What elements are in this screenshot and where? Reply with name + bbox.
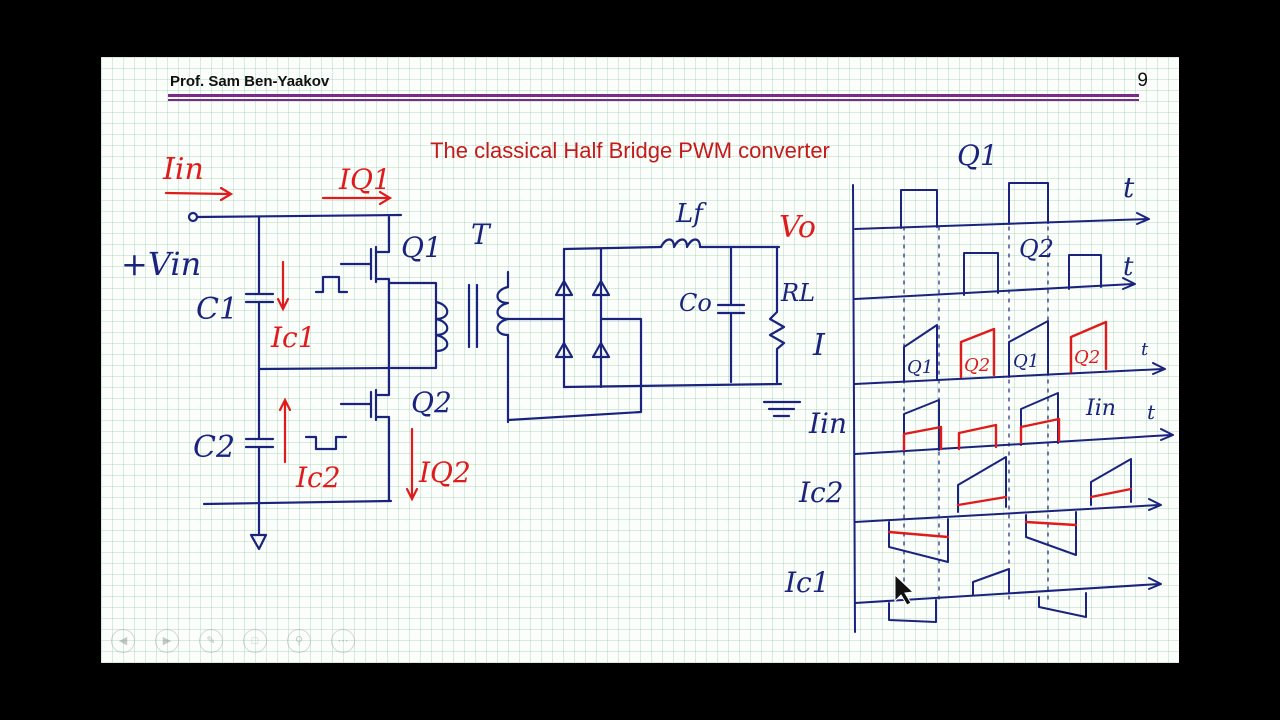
- transformer-label: T: [471, 218, 492, 251]
- ic2-positive-pulses: [957, 456, 1132, 513]
- bridge-node-right: [506, 317, 643, 422]
- wave-t2-label: t: [1123, 252, 1134, 282]
- mosfet-q2: [369, 366, 391, 503]
- ground-symbol-left: [249, 502, 268, 551]
- iq1-label: IQ1: [338, 163, 391, 196]
- iq2-arrow: [405, 427, 419, 502]
- pulse-q2b-label: Q2: [1074, 347, 1100, 368]
- wave-iin-right-label: Iin: [1085, 396, 1116, 421]
- wave-ic2-label: Ic2: [798, 476, 844, 509]
- iq2-label: IQ2: [418, 456, 471, 489]
- ic1-label: Ic1: [270, 321, 316, 354]
- back-icon[interactable]: ◀: [111, 629, 135, 653]
- wave-i-label: I: [812, 328, 826, 363]
- output-return: [562, 382, 783, 389]
- ic2-red-negative: [887, 520, 1078, 539]
- c2-label: C2: [193, 430, 235, 465]
- author-name: Prof. Sam Ben-Yaakov: [170, 73, 330, 90]
- q1-gate-waveform: [900, 182, 1049, 229]
- slide: Prof. Sam Ben-Yaakov 9 The classical Hal…: [101, 57, 1179, 663]
- slide-title: The classical Half Bridge PWM converter: [430, 138, 830, 163]
- top-rail: [195, 213, 403, 219]
- rl-label: RL: [780, 279, 815, 307]
- resistor-rl: [768, 245, 786, 384]
- ic2-red-positive: [956, 487, 1133, 507]
- primary-loop: [387, 281, 438, 370]
- sync-lines: [903, 226, 1049, 603]
- diode-d2: [591, 279, 611, 297]
- wave-t3-label: t: [1141, 339, 1149, 360]
- iin-time-axis: [854, 428, 1174, 455]
- pen-icon[interactable]: ✎: [199, 629, 223, 653]
- iin-label: Iin: [162, 152, 204, 187]
- bridge-top: [562, 245, 663, 251]
- capacitor-c2: [244, 367, 275, 504]
- c1-label: C1: [196, 292, 238, 327]
- q2-gate-waveform: [963, 252, 1102, 296]
- wave-t1-label: t: [1123, 171, 1135, 204]
- mouse-cursor-icon: [894, 573, 915, 606]
- capacitor-co: [716, 245, 746, 384]
- ic2-label: Ic2: [295, 461, 341, 494]
- diode-bridge-legs: [562, 247, 603, 389]
- wave-ic1-label: Ic1: [784, 566, 830, 599]
- half-bridge-circuit: [187, 211, 802, 551]
- vin-label: +Vin: [121, 245, 201, 283]
- bottom-rail: [202, 499, 393, 506]
- pulse-q2a-label: Q2: [964, 355, 990, 376]
- i-q1-pulses: [903, 320, 1049, 383]
- secondary-leads: [506, 270, 543, 424]
- q1-time-axis: [854, 212, 1150, 230]
- ic1-arrow: [276, 260, 290, 312]
- diode-d1: [554, 279, 574, 297]
- pulse-q1b-label: Q1: [1013, 351, 1039, 372]
- wave-q2-label: Q2: [1019, 235, 1054, 263]
- primary-winding: [434, 300, 449, 353]
- iq1-arrow: [321, 190, 393, 206]
- ic1-negative-pulses: [888, 592, 1087, 623]
- diode-d3: [554, 341, 574, 359]
- q1-label: Q1: [401, 231, 442, 264]
- presentation-toolbar: ◀ ▶ ✎ □ ⚲ ⋯: [111, 629, 355, 653]
- q1-gate-pulse: [314, 275, 349, 294]
- ic1-positive-pulse: [972, 568, 1010, 596]
- co-label: Co: [679, 289, 712, 317]
- ic2-negative-pulses: [888, 511, 1077, 563]
- header-rule: [168, 94, 1139, 97]
- inductor-lf: [659, 238, 781, 249]
- pulse-q1a-label: Q1: [907, 357, 933, 378]
- q2-gate-pulse: [304, 435, 348, 451]
- header-rule-thin: [168, 99, 1139, 101]
- mosfet-q1: [369, 215, 391, 370]
- page-number: 9: [1137, 70, 1148, 91]
- transformer-core: [467, 283, 479, 349]
- secondary-winding: [496, 285, 510, 337]
- page-icon[interactable]: □: [243, 629, 267, 653]
- wave-q1-label: Q1: [957, 139, 998, 172]
- iin-arrow: [164, 186, 234, 202]
- midpoint-wire: [257, 366, 391, 371]
- current-arrows: [164, 186, 419, 502]
- ic2-arrow: [278, 397, 292, 464]
- waveform-vertical-axis: [852, 184, 856, 633]
- diode-d4: [591, 341, 611, 359]
- wave-iin-label: Iin: [808, 407, 847, 440]
- vo-label: Vo: [779, 210, 816, 245]
- ic2-time-axis: [854, 498, 1162, 523]
- capacitor-c1: [244, 215, 275, 371]
- wave-t4-label: t: [1147, 400, 1156, 424]
- q2-label: Q2: [411, 386, 452, 419]
- i-q2-pulses: [959, 320, 1108, 379]
- forward-icon[interactable]: ▶: [155, 629, 179, 653]
- handwritten-drawing: Iin IQ1 +Vin Q1 T C1 Ic1 Q2 C2 Ic2 IQ2 L…: [121, 139, 1174, 633]
- ground-symbol-right: [762, 400, 802, 418]
- vin-terminal: [187, 211, 199, 223]
- red-waveform-overlays: [887, 320, 1133, 539]
- zoom-icon[interactable]: ⚲: [287, 629, 311, 653]
- iin-red-average: [902, 417, 1061, 452]
- more-icon[interactable]: ⋯: [331, 629, 355, 653]
- q2-time-axis: [854, 277, 1136, 300]
- timing-waveforms: [852, 182, 1174, 633]
- lf-label: Lf: [675, 199, 707, 229]
